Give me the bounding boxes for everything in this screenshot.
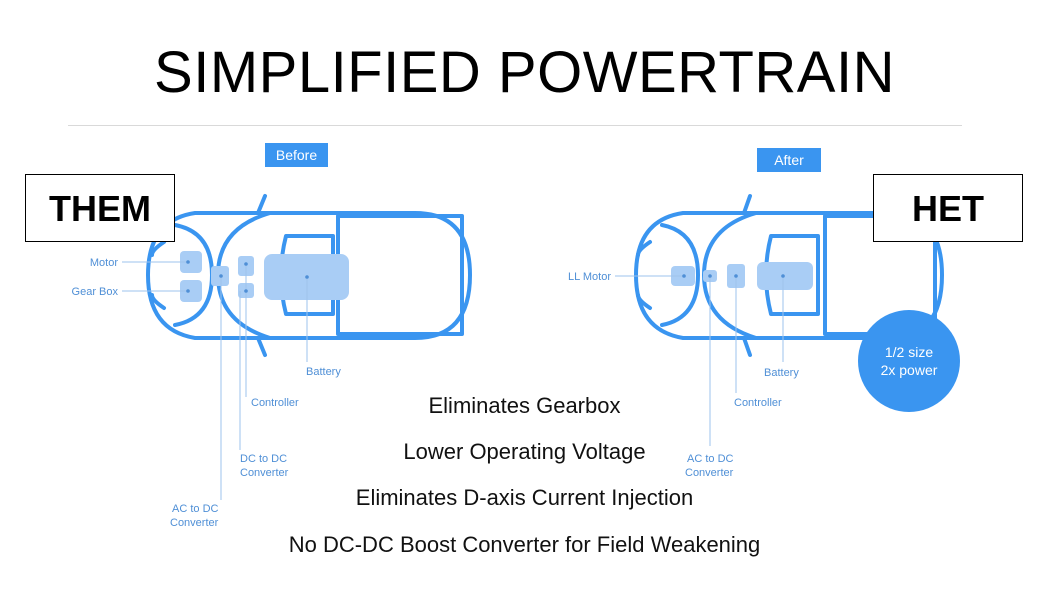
het-label-box: HET [873,174,1023,242]
point-eliminates-d-axis: Eliminates D-axis Current Injection [355,485,694,510]
page-title: SIMPLIFIED POWERTRAIN [154,40,895,105]
label-battery-after: Battery [764,367,799,379]
title-divider [68,125,962,126]
label-dcdc-line2: Converter [240,467,289,479]
after-tag: After [757,148,821,172]
label-acdc-before-line1: AC to DC [172,503,219,515]
point-eliminates-gearbox: Eliminates Gearbox [428,393,621,418]
car-before-components [180,251,349,302]
badge-line-1: 1/2 size [884,344,934,360]
car-after-leaders [615,274,785,446]
point-no-boost-converter: No DC-DC Boost Converter for Field Weake… [288,532,761,557]
label-dcdc-line1: DC to DC [240,453,287,465]
point-lower-voltage: Lower Operating Voltage [403,439,646,464]
label-acdc-before-line2: Converter [170,517,219,529]
label-acdc-after-line1: AC to DC [687,453,734,465]
them-label-box: THEM [25,174,175,242]
label-gearbox: Gear Box [72,286,119,298]
label-controller-after: Controller [734,397,782,409]
label-battery-before: Battery [306,366,341,378]
car-after-components [671,262,813,290]
battery-block-after [757,262,813,290]
label-ll-motor: LL Motor [568,271,611,283]
motor-block [180,251,202,273]
before-tag: Before [265,143,328,167]
badge-line-2: 2x power [880,362,938,378]
gearbox-block [180,280,202,302]
label-acdc-after-line2: Converter [685,467,734,479]
car-before-leaders [122,260,309,500]
size-power-badge: 1/2 size 2x power [858,310,960,412]
label-motor: Motor [90,257,118,269]
label-controller-before: Controller [251,397,299,409]
